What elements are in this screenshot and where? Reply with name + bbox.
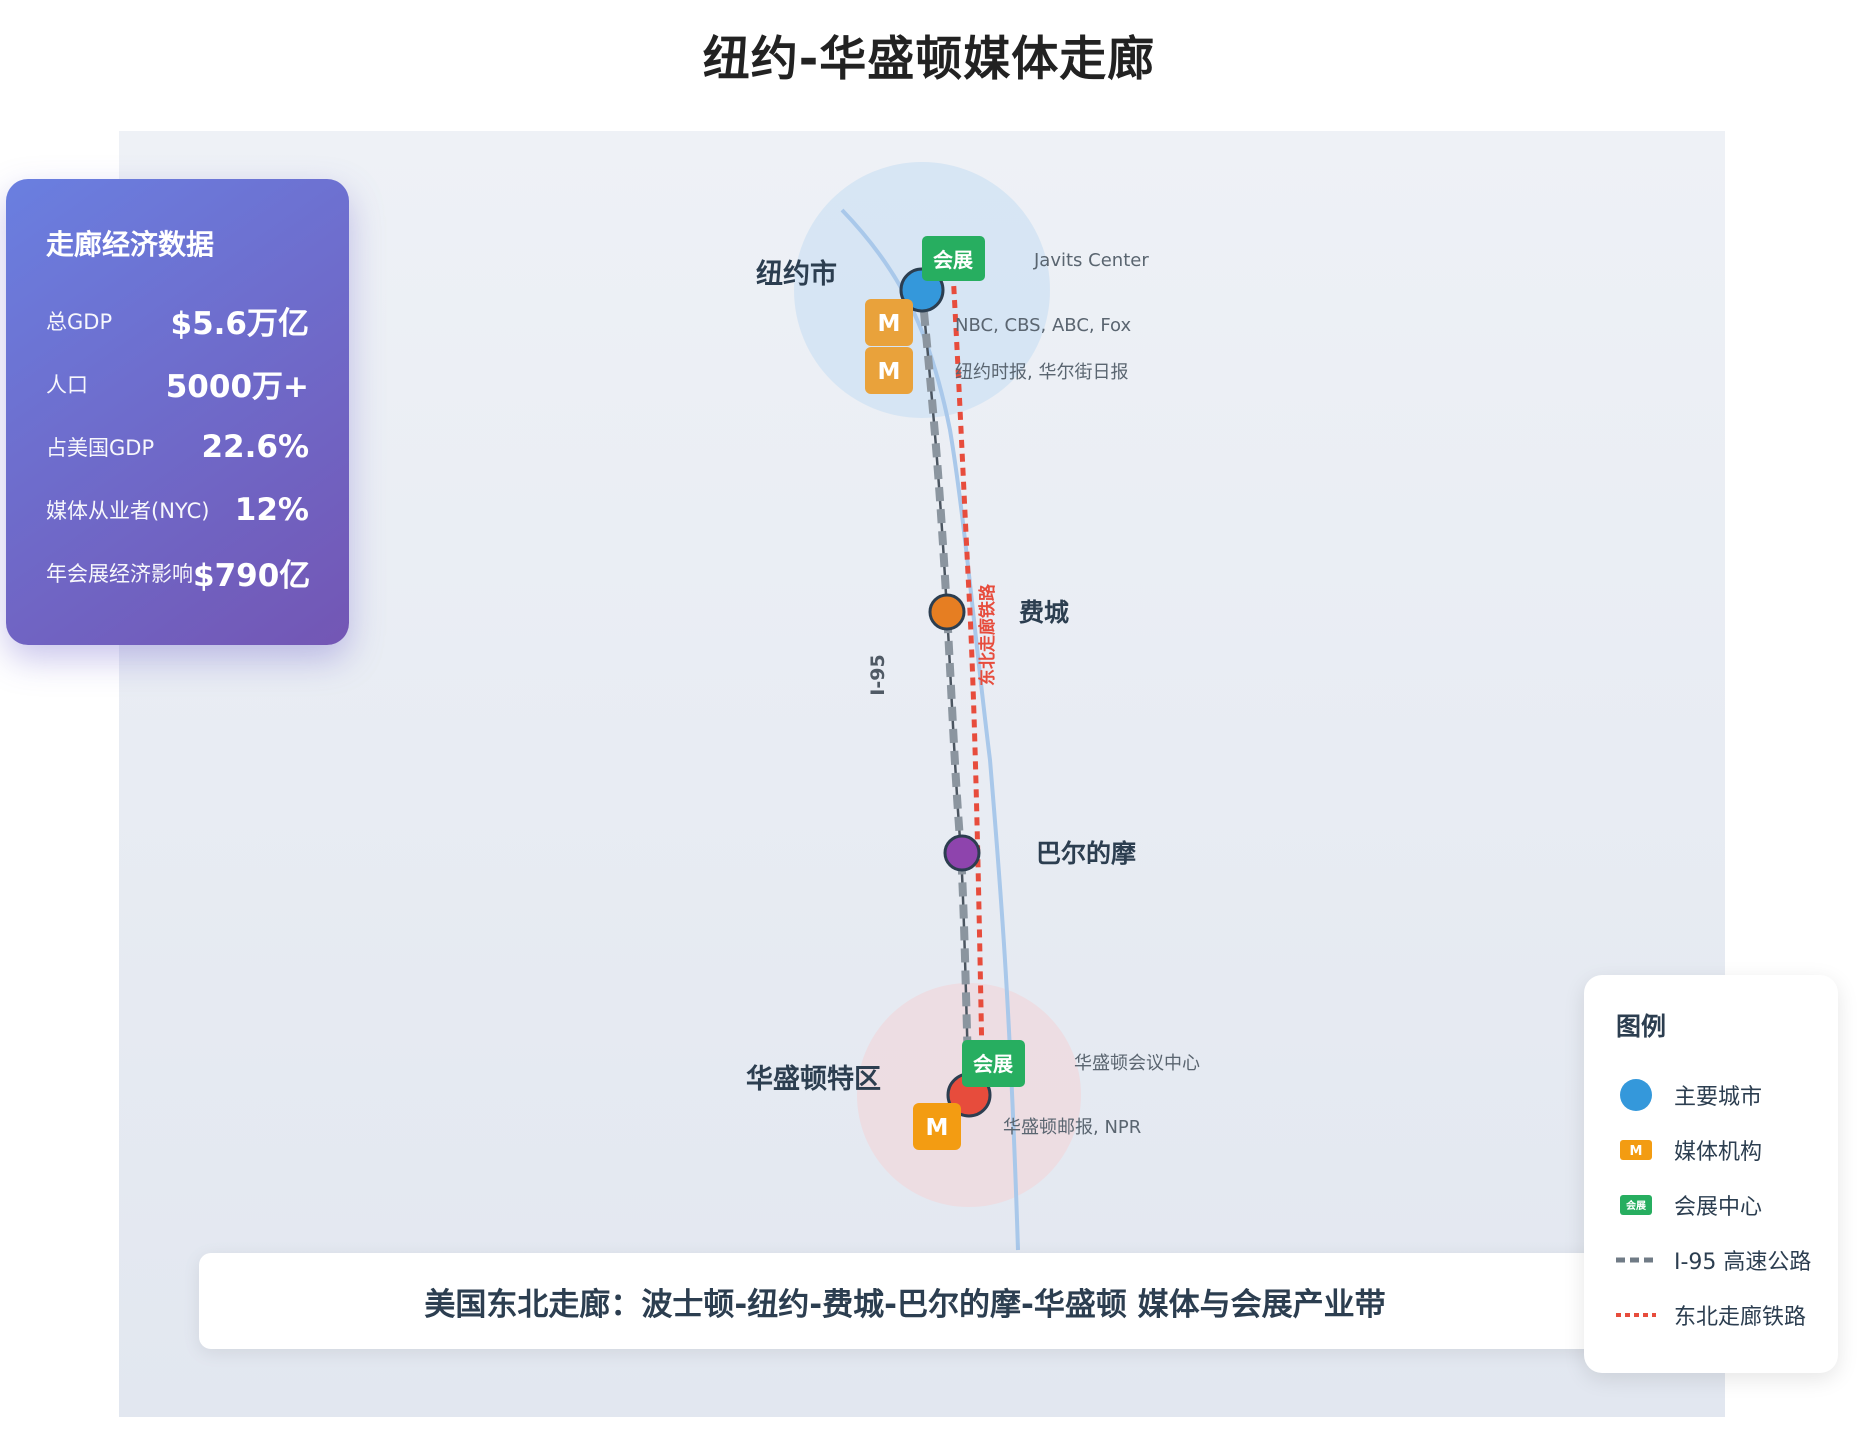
- stat-row-gdp: 总GDP $5.6万亿: [46, 289, 309, 352]
- dc-media-marker[interactable]: M: [913, 1103, 961, 1150]
- highway-line-icon: [1616, 1244, 1656, 1276]
- legend-media-badge-text: M: [1630, 1144, 1643, 1159]
- media-badge-icon: M: [1616, 1134, 1656, 1166]
- stat-row-gdp-share: 占美国GDP 22.6%: [46, 415, 309, 478]
- nyc-media-badge-1: M: [878, 311, 901, 337]
- stat-row-population: 人口 5000万+: [46, 352, 309, 415]
- stats-panel: 走廊经济数据 总GDP $5.6万亿 人口 5000万+ 占美国GDP 22.6…: [6, 179, 349, 645]
- legend: 图例 主要城市 M 媒体机构 会展 会展中心 I-95 高速公路 东北走廊铁路: [1584, 975, 1838, 1373]
- rail-label: 东北走廊铁路: [977, 583, 998, 686]
- stats-title: 走廊经济数据: [46, 228, 215, 261]
- nyc-media-marker-1[interactable]: M: [865, 299, 913, 346]
- dc-convention-badge-text: 会展: [973, 1052, 1013, 1076]
- caption-text: 美国东北走廊：波士顿-纽约-费城-巴尔的摩-华盛顿 媒体与会展产业带: [424, 1286, 1386, 1323]
- legend-item-highway: I-95 高速公路: [1616, 1232, 1838, 1287]
- philly-city-dot[interactable]: [928, 593, 966, 631]
- stat-label: 媒体从业者(NYC): [46, 498, 210, 523]
- stat-label: 占美国GDP: [46, 435, 155, 460]
- stat-value: 22.6%: [201, 428, 309, 465]
- legend-item-media: M 媒体机构: [1616, 1122, 1838, 1177]
- dc-city-label: 华盛顿特区: [746, 1063, 881, 1095]
- legend-label: I-95 高速公路: [1674, 1249, 1812, 1275]
- stat-value: $790亿: [193, 558, 311, 594]
- northeast-corridor-rail: [950, 271, 985, 1061]
- dc-media-badge: M: [926, 1115, 949, 1141]
- legend-title: 图例: [1616, 1012, 1667, 1041]
- baltimore-city-label: 巴尔的摩: [1036, 839, 1136, 868]
- dc-convention-marker[interactable]: 会展: [962, 1040, 1025, 1087]
- i95-label: I-95: [867, 654, 889, 695]
- stat-value: 5000万+: [165, 369, 309, 405]
- stat-value: $5.6万亿: [170, 306, 310, 342]
- stat-label: 人口: [46, 372, 88, 397]
- philly-city-label: 费城: [1019, 598, 1069, 627]
- legend-item-city: 主要城市: [1616, 1067, 1838, 1122]
- i95-highway: [920, 289, 971, 1096]
- stat-label: 年会展经济影响: [46, 561, 193, 586]
- stat-row-convention-impact: 年会展经济影响 $790亿: [46, 541, 311, 604]
- city-dot-icon: [1616, 1078, 1656, 1111]
- legend-item-convention: 会展 会展中心: [1616, 1177, 1838, 1232]
- stat-row-media-workers: 媒体从业者(NYC) 12%: [46, 478, 309, 541]
- nyc-convention-marker[interactable]: 会展: [922, 236, 985, 281]
- nyc-media-badge-2: M: [878, 359, 901, 385]
- rail-line-icon: [1616, 1299, 1656, 1331]
- legend-label: 主要城市: [1674, 1084, 1763, 1110]
- page-title: 纽约-华盛顿媒体走廊: [702, 32, 1156, 87]
- river: [840, 208, 1020, 1251]
- legend-label: 媒体机构: [1674, 1139, 1763, 1165]
- convention-badge-icon: 会展: [1616, 1189, 1656, 1221]
- baltimore-city-dot[interactable]: [943, 834, 981, 872]
- dc-convention-label: 华盛顿会议中心: [1074, 1053, 1200, 1074]
- nyc-media-label-1: NBC, CBS, ABC, Fox: [955, 315, 1132, 336]
- nyc-convention-label: Javits Center: [1033, 250, 1149, 271]
- nyc-city-label: 纽约市: [756, 258, 837, 290]
- legend-item-rail: 东北走廊铁路: [1616, 1287, 1838, 1342]
- caption-box: 美国东北走廊：波士顿-纽约-费城-巴尔的摩-华盛顿 媒体与会展产业带: [199, 1253, 1611, 1349]
- nyc-convention-badge-text: 会展: [933, 248, 973, 272]
- legend-convention-badge-text: 会展: [1626, 1199, 1646, 1212]
- stat-label: 总GDP: [46, 309, 113, 334]
- legend-label: 会展中心: [1674, 1194, 1763, 1220]
- nyc-media-marker-2[interactable]: M: [865, 347, 913, 394]
- nyc-media-label-2: 纽约时报, 华尔街日报: [955, 362, 1128, 383]
- stat-value: 12%: [234, 491, 309, 528]
- dc-media-label: 华盛顿邮报, NPR: [1003, 1117, 1141, 1138]
- legend-label: 东北走廊铁路: [1674, 1304, 1807, 1330]
